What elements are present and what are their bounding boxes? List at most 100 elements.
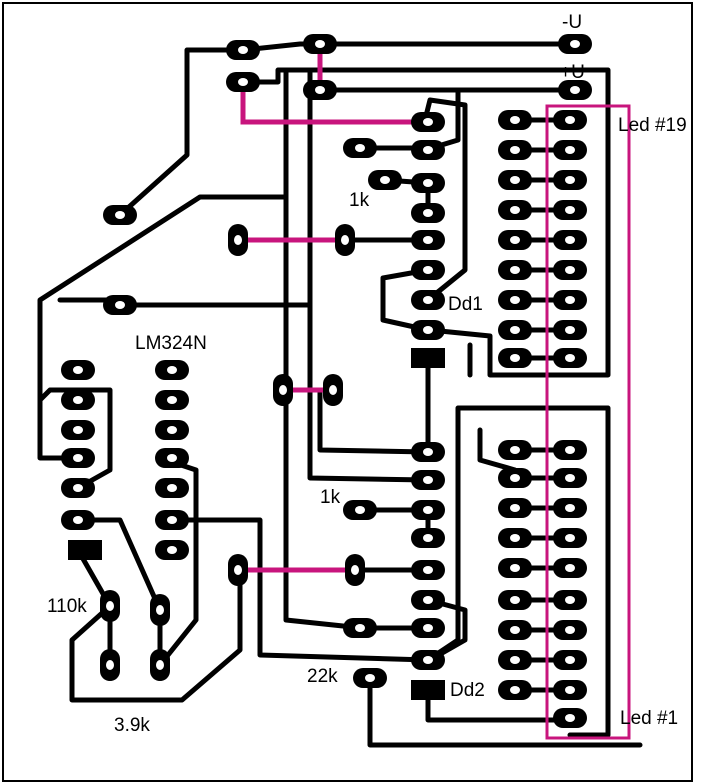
- label-led-1: Led #1: [620, 708, 678, 729]
- copper-trace: [283, 67, 431, 631]
- pad-hole: [510, 656, 520, 664]
- pad-hole: [423, 566, 433, 574]
- pad-hole: [510, 686, 520, 694]
- pad-hole: [510, 474, 520, 482]
- pad-hole: [355, 624, 365, 632]
- pad-hole: [565, 236, 575, 244]
- pad-hole: [341, 235, 349, 245]
- pad-hole: [565, 564, 575, 572]
- pad-hole: [510, 146, 520, 154]
- label-resistor-1k-top: 1k: [349, 190, 370, 211]
- pad-hole: [510, 626, 520, 634]
- pad-hole: [423, 266, 433, 274]
- pad-hole: [423, 534, 433, 542]
- pad-hole: [565, 206, 575, 214]
- copper-trace: [162, 517, 431, 663]
- pad-hole: [510, 206, 520, 214]
- pad-hole: [510, 354, 520, 362]
- pad-hole: [73, 516, 83, 524]
- pad-hole: [167, 546, 177, 554]
- pad-hole: [238, 78, 248, 86]
- jumper-wire: [240, 79, 428, 125]
- pad-hole: [73, 396, 83, 404]
- pad-hole: [565, 326, 575, 334]
- pad-hole: [423, 146, 433, 154]
- copper-trace: [425, 405, 611, 738]
- label-resistor-110k: 110k: [47, 596, 87, 617]
- copper-trace: [367, 675, 643, 748]
- pad-hole: [167, 516, 177, 524]
- copper-trace: [117, 57, 190, 218]
- pad-hole: [510, 176, 520, 184]
- pad-hole: [565, 686, 575, 694]
- pad-hole: [570, 40, 580, 48]
- label-dd1: Dd1: [448, 294, 483, 315]
- pad-hole: [423, 506, 433, 514]
- square-pad: [68, 540, 102, 560]
- pad-hole: [565, 714, 575, 722]
- label-led-19: Led #19: [618, 115, 687, 136]
- label-lm324n: LM324N: [135, 333, 207, 354]
- pad-hole: [423, 209, 433, 217]
- pad-hole: [565, 534, 575, 542]
- pad-hole: [565, 266, 575, 274]
- pad-hole: [73, 366, 83, 374]
- pad-hole: [115, 211, 125, 219]
- pad-hole: [315, 86, 325, 94]
- copper-trace: [422, 97, 468, 303]
- pad-hole: [565, 354, 575, 362]
- pad-hole: [565, 146, 575, 154]
- pad-hole: [565, 446, 575, 454]
- pad-hole: [510, 504, 520, 512]
- pad-hole: [73, 426, 83, 434]
- silkscreen-labels: -U +U Led #19 Led #1 1k 1k Dd1 Dd2 LM324…: [47, 12, 687, 736]
- pad-hole: [510, 236, 520, 244]
- copper-trace: [317, 387, 431, 455]
- pad-hole: [156, 605, 164, 615]
- copper-trace: [184, 47, 246, 63]
- pad-hole: [510, 446, 520, 454]
- pad-hole: [73, 484, 83, 492]
- copper-trace: [37, 194, 288, 461]
- pad-hole: [510, 534, 520, 542]
- copper-trace: [380, 267, 431, 333]
- pad-hole: [355, 506, 365, 514]
- pad-hole: [423, 448, 433, 456]
- pad-hole: [565, 176, 575, 184]
- pad-hole: [510, 596, 520, 604]
- pad-hole: [565, 504, 575, 512]
- label-plus-u: +U: [560, 62, 585, 83]
- pad-hole: [423, 296, 433, 304]
- pad-hole: [565, 656, 575, 664]
- pad-hole: [423, 476, 433, 484]
- pad-hole: [106, 601, 114, 611]
- pad-hole: [423, 179, 433, 187]
- label-dd2: Dd2: [450, 680, 485, 701]
- pad-hole: [380, 176, 390, 184]
- pad-hole: [510, 326, 520, 334]
- copper-trace: [37, 387, 113, 491]
- pad-hole: [167, 426, 177, 434]
- pad-hole: [106, 660, 114, 670]
- square-pad: [411, 348, 445, 368]
- pad-hole: [234, 565, 242, 575]
- pad-hole: [365, 674, 375, 682]
- pad-hole: [423, 118, 433, 126]
- pad-hole: [565, 474, 575, 482]
- pad-hole: [315, 40, 325, 48]
- pad-hole: [167, 454, 177, 462]
- pad-hole: [115, 301, 125, 309]
- copper-trace: [477, 427, 518, 473]
- copper-trace: [307, 67, 431, 483]
- pad-hole: [510, 116, 520, 124]
- copper-trace: [240, 41, 573, 53]
- pad-hole: [167, 484, 177, 492]
- pad-hole: [565, 116, 575, 124]
- pad-hole: [156, 660, 164, 670]
- led-array-outline: [545, 104, 631, 740]
- pad-hole: [167, 366, 177, 374]
- pad-hole: [234, 235, 242, 245]
- pad-hole: [355, 144, 365, 152]
- pad-hole: [565, 626, 575, 634]
